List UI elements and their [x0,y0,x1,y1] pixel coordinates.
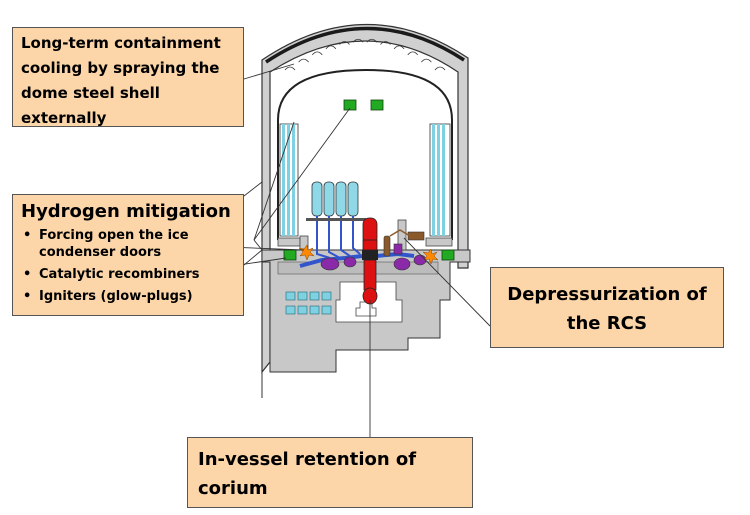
spray-arc [284,66,296,71]
pressurizer [383,229,425,257]
dome-steel-shell [265,26,465,64]
hydrogen-bullet-ice-doors: Forcing open the ice condenser doors [21,227,235,261]
accumulator-tank [297,305,308,315]
spray-arc [339,41,350,45]
spray-arc [407,51,419,56]
accumulator-tank [321,291,332,301]
lower-concrete [261,249,471,373]
spray-arc [352,38,364,43]
accumulator-tank [309,305,320,315]
in-vessel-retention-text: In-vessel retention of corium [198,449,417,499]
accumulator-tank [297,291,308,301]
ice-condenser-left [279,123,299,237]
spray-arcs [284,38,446,71]
accumulator-tank [309,291,320,301]
in-vessel-retention-callout: In-vessel retention of corium [187,437,473,508]
depressurization-callout: Depressurization of the RCS [490,267,724,348]
accumulator-tank [285,305,296,315]
hydrogen-bullet-igniters: Igniters (glow-plugs) [21,288,235,305]
containment-cooling-text: Long-term containment cooling by sprayin… [21,34,221,127]
hydrogen-bullet-recombiners: Catalytic recombiners [21,266,235,283]
recombiners [283,99,455,261]
hydrogen-mitigation-title: Hydrogen mitigation [21,201,231,222]
reactor-vessel [362,217,378,305]
accumulator-tank [285,291,296,301]
igniters [298,244,439,265]
inner-containment [277,68,453,240]
spray-arc [380,41,391,45]
hydrogen-mitigation-callout: Hydrogen mitigation Forcing open the ice… [12,194,244,316]
spray-arc [366,38,378,43]
depressurization-text: Depressurization of the RCS [507,284,707,334]
hydrogen-mitigation-list: Forcing open the ice condenser doors Cat… [21,227,235,305]
spray-arc [298,58,309,63]
spray-arc [311,51,323,56]
steam-generators [306,181,366,259]
spray-arc [421,58,432,63]
accumulator-tanks [285,291,332,315]
operating-deck [277,219,453,251]
containment-cooling-callout: Long-term containment cooling by sprayin… [12,27,244,127]
spray-arc [434,66,446,71]
accumulator-tank [321,305,332,315]
ice-condenser-right [429,123,451,237]
spray-arc [393,45,405,50]
shield-building [261,23,469,398]
spray-arc [325,45,337,50]
